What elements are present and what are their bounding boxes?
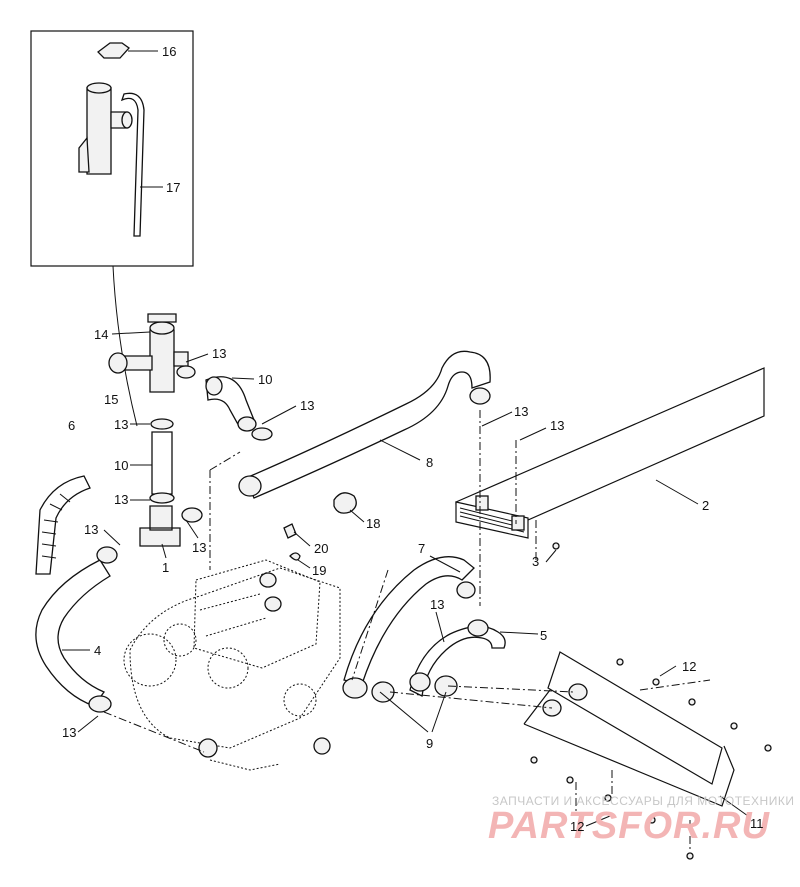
callout-18: 18: [366, 516, 380, 531]
callout-2: 2: [702, 498, 709, 513]
hose-8: [245, 350, 491, 499]
watermark-subtitle: ЗАПЧАСТИ И АКСЕССУАРЫ ДЛЯ МОТОТЕХНИКИ: [492, 794, 794, 808]
engine: [123, 559, 341, 771]
callout-19: 19: [312, 563, 326, 578]
callout-13: 13: [300, 398, 314, 413]
callout-11: 11: [750, 816, 764, 831]
callout-13: 13: [430, 597, 444, 612]
callout-10: 10: [114, 458, 128, 473]
callout-13: 13: [212, 346, 226, 361]
watermark: ЗАПЧАСТИ И АКСЕССУАРЫ ДЛЯ МОТОТЕХНИКИ PA…: [488, 794, 794, 847]
callout-13: 13: [114, 492, 128, 507]
callout-17: 17: [166, 180, 180, 195]
callout-12: 12: [682, 659, 696, 674]
mounting-bracket: [523, 651, 735, 807]
callout-4: 4: [94, 643, 101, 658]
corrugated-hose: [35, 475, 91, 575]
filler-neck: [86, 87, 112, 175]
heat-exchanger: [455, 367, 765, 539]
hose-10-lower: [151, 431, 173, 495]
callout-13: 13: [192, 540, 206, 555]
bolts: [530, 542, 772, 860]
washer-19: [289, 552, 301, 561]
filler-neck-assembly: [108, 313, 196, 393]
callout-13: 13: [550, 418, 564, 433]
callout-15: 15: [104, 392, 118, 407]
callout-labels: 16 17 14 13 15 10 13 6 13 10 13 13 13 1 …: [62, 44, 764, 834]
callout-1: 1: [162, 560, 169, 575]
callout-8: 8: [426, 455, 433, 470]
callout-3: 3: [532, 554, 539, 569]
clamp-18: [333, 492, 357, 514]
callout-6: 6: [68, 418, 75, 433]
callout-13: 13: [114, 417, 128, 432]
callout-10: 10: [258, 372, 272, 387]
watermark-logo: PARTSFOR.RU: [488, 805, 770, 847]
callout-5: 5: [540, 628, 547, 643]
sensor-20: [283, 523, 297, 539]
callout-9: 9: [426, 736, 433, 751]
callout-12: 12: [570, 819, 584, 834]
callout-7: 7: [418, 541, 425, 556]
leader-lines: [62, 50, 749, 827]
callout-20: 20: [314, 541, 328, 556]
callout-13: 13: [84, 522, 98, 537]
filler-cap: [97, 42, 130, 59]
hose-7: [343, 556, 475, 685]
hose-4: [35, 559, 111, 707]
callout-14: 14: [94, 327, 108, 342]
callout-13: 13: [514, 404, 528, 419]
flow-lines: [103, 410, 711, 850]
callout-16: 16: [162, 44, 176, 59]
detail-inset: [30, 30, 194, 267]
callout-13: 13: [62, 725, 76, 740]
t-fitting: [139, 505, 181, 547]
